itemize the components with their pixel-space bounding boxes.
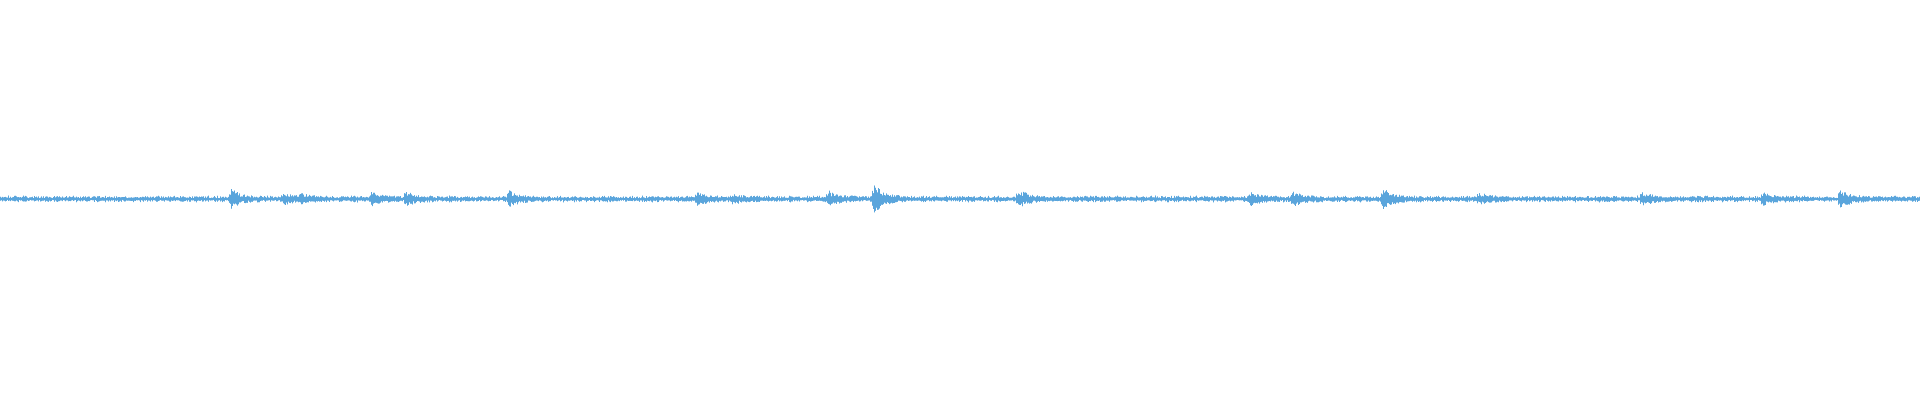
waveform-trace — [0, 185, 1920, 213]
waveform-samples — [0, 185, 1920, 213]
